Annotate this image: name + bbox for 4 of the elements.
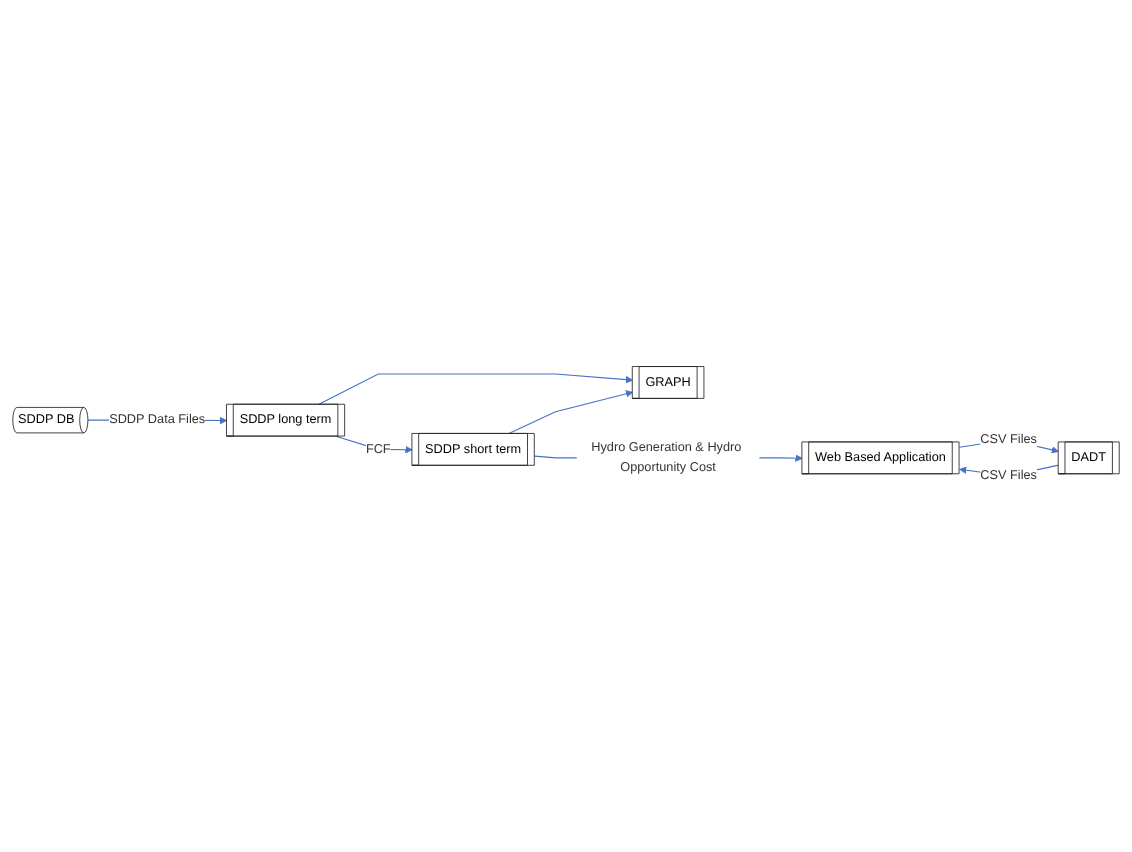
connector: [534, 455, 578, 459]
arrow: [507, 390, 634, 435]
arrow: [317, 373, 634, 406]
arrow: [758, 454, 803, 462]
